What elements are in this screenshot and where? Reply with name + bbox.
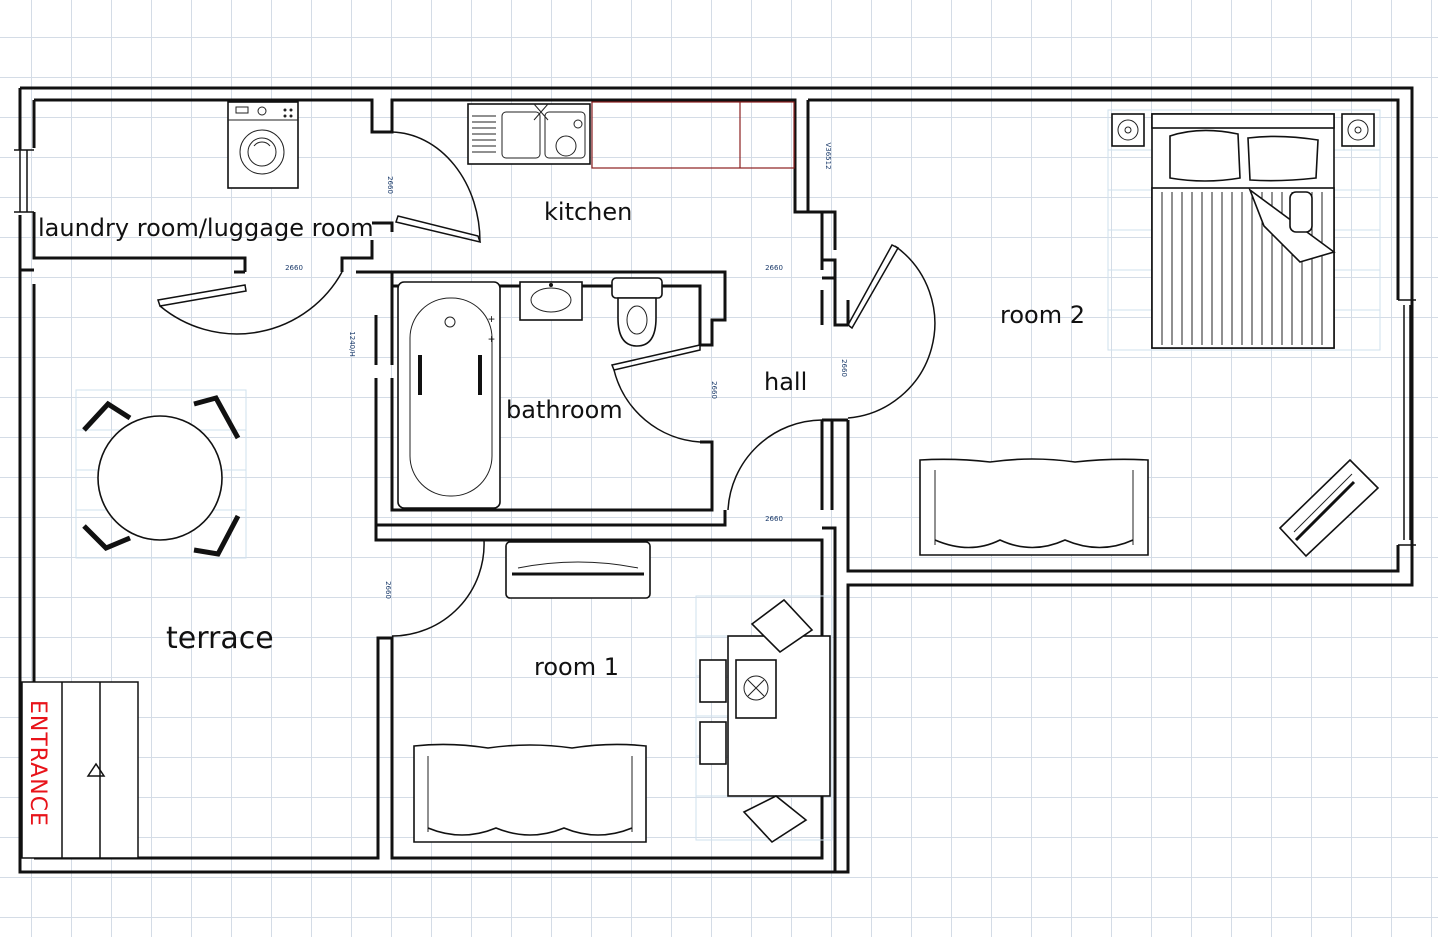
dim-kitchen-side: V36512	[824, 142, 832, 169]
bathtub-icon: + +	[397, 281, 501, 509]
tv-room1-icon	[505, 541, 651, 599]
dining-table-room1-icon	[695, 595, 833, 844]
label-laundry: laundry room/luggage room	[38, 214, 374, 242]
dim-terrace-door: 1240/H	[348, 331, 356, 356]
dim-laundry-door: 2660	[386, 176, 394, 194]
label-room2: room 2	[1000, 301, 1085, 329]
nightstand-left-icon	[1111, 113, 1145, 147]
walls	[14, 86, 1416, 874]
nightstand-right-icon	[1341, 113, 1375, 147]
dim-room1-door: 2660	[384, 581, 392, 599]
sofa-room1-icon	[413, 743, 647, 843]
label-room1: room 1	[534, 653, 619, 681]
dim-hall-bottom: 2660	[765, 515, 783, 523]
entrance-stairs	[21, 681, 139, 859]
tv-icon	[1278, 458, 1380, 558]
label-terrace: terrace	[166, 621, 274, 656]
dim-room2-door: 2660	[840, 359, 848, 377]
bed-stripes	[1161, 192, 1323, 345]
chair-icon	[699, 598, 814, 844]
round-table-terrace-icon	[75, 389, 247, 559]
washbasin-icon	[519, 281, 583, 321]
label-bathroom: bathroom	[506, 396, 623, 424]
kitchen-counter	[467, 101, 795, 169]
double-bed-icon	[1107, 109, 1381, 351]
chair-terrace-icon	[82, 395, 241, 557]
washing-machine-icon	[227, 101, 299, 189]
label-hall: hall	[764, 368, 807, 396]
svg-text:+: +	[488, 312, 495, 326]
entrance-label: ENTRANCE	[25, 700, 50, 827]
dim-bathroom-door: 2660	[710, 381, 718, 399]
label-kitchen: kitchen	[544, 198, 632, 226]
toilet-icon	[611, 277, 663, 347]
dim-laundry-wall: 2660	[285, 264, 303, 272]
sofa-room2-icon	[919, 458, 1149, 556]
sink-drainboard	[472, 103, 586, 159]
svg-text:+: +	[488, 332, 495, 346]
doors	[157, 131, 936, 637]
dim-hall-top: 2660	[765, 264, 783, 272]
room-labels: laundry room/luggage room kitchen room 2…	[38, 198, 1085, 681]
dimension-marks: 2660 2660 1240/H 2660 2660 2660 2660 266…	[285, 142, 848, 598]
